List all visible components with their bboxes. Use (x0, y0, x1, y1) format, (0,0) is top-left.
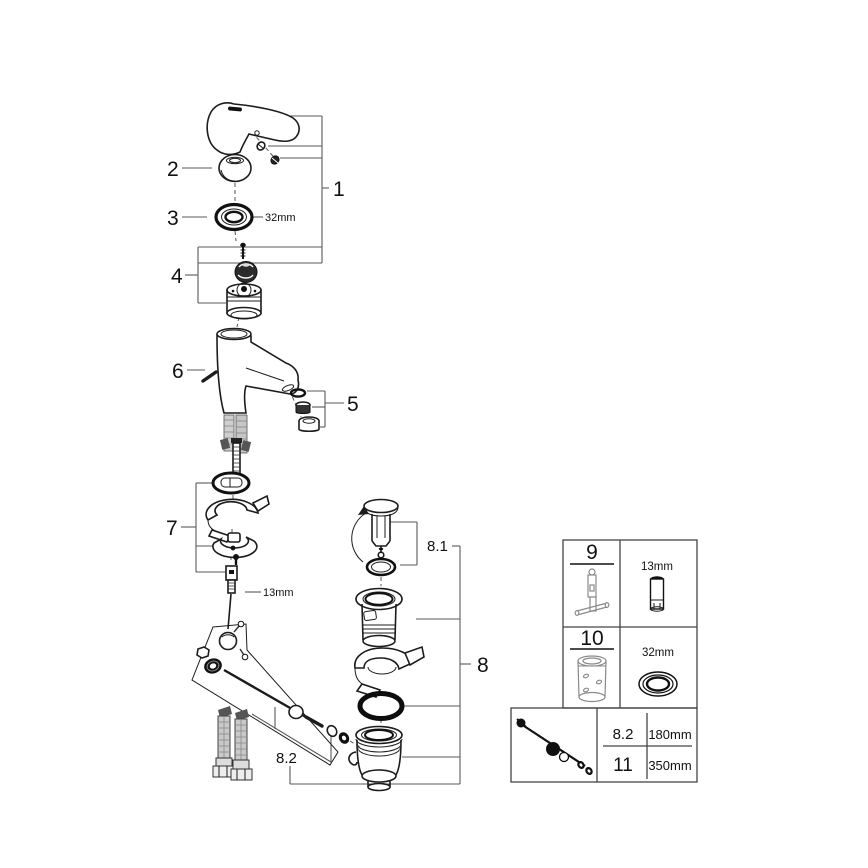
table-len-350mm: 350mm (648, 758, 691, 773)
table-ref-10: 10 (580, 627, 603, 650)
callout-8-1-bracket (390, 521, 460, 566)
callout-8-label: 8 (477, 654, 489, 677)
mounting-bolt (233, 554, 239, 565)
hose-end-fittings (219, 438, 252, 452)
stabilizer-plate (205, 494, 270, 543)
table-ref-11: 11 (613, 755, 633, 776)
callout-4-bracket (185, 247, 226, 304)
callout-8-2-bracket (251, 707, 332, 784)
spare-parts-table: 9 13mm 10 32mm 8.2 180mm 11 350mm (510, 539, 698, 783)
threaded-stud (231, 438, 242, 477)
mounting-clamp (212, 532, 258, 559)
drain-oring (357, 691, 405, 721)
table-len-180mm: 180mm (648, 727, 691, 742)
supply-hose-left (212, 706, 235, 778)
plug-seal (365, 557, 397, 577)
table-dim-13mm: 13mm (641, 561, 673, 573)
callout-7-label: 7 (166, 517, 178, 540)
callout-8-2-label: 8.2 (276, 750, 297, 767)
aerator-housing (298, 416, 320, 433)
pull-rod-upper (227, 593, 232, 630)
rod-eyelet-1 (326, 724, 338, 738)
cartridge-screw (240, 242, 246, 259)
base-gasket (211, 471, 251, 495)
handle-set-screw (256, 141, 266, 151)
callout-8-bracket (290, 546, 471, 785)
socket-13mm-icon (649, 576, 665, 612)
table-dim-32mm: 32mm (642, 647, 674, 659)
rod-assembly-icon (516, 718, 593, 775)
tool-9-icon (574, 568, 610, 616)
handle-lever (206, 102, 300, 156)
stud-dim-label: 13mm (263, 587, 294, 599)
cartridge-part4 (226, 282, 262, 320)
ring-32mm-icon (638, 671, 678, 697)
callout-1-bracket (198, 115, 329, 264)
table-ref-9: 9 (586, 541, 598, 564)
hose-upper-section (223, 414, 248, 454)
handle-plug (270, 155, 280, 165)
pull-rod-horizontal (223, 668, 324, 728)
rod-grommet (204, 658, 222, 674)
callout-3-label: 3 (167, 207, 179, 230)
rotation-arrow (351, 506, 369, 563)
aerator-washer (289, 388, 307, 398)
drain-body (348, 725, 403, 792)
drain-plug-8-1 (363, 498, 399, 559)
callout-8-1-label: 8.1 (427, 538, 448, 555)
ring-dim-label: 32mm (265, 212, 296, 224)
stud-13mm (225, 565, 238, 594)
cap-dome-part2 (218, 153, 252, 183)
table-ref-8-2: 8.2 (613, 726, 634, 743)
installation-kit-box (191, 623, 339, 766)
callout-6-label: 6 (172, 360, 184, 383)
callout-5-label: 5 (347, 393, 359, 416)
rod-eyelet-2 (338, 732, 350, 744)
cartridge-cap (234, 261, 258, 283)
drain-clamp-wedge (354, 645, 425, 698)
callout-2-label: 2 (167, 158, 179, 181)
callout-5-bracket (307, 390, 344, 428)
drain-flange (355, 587, 403, 648)
aerator-insert (295, 401, 311, 414)
handle-slot (228, 106, 242, 112)
pull-rod-knob (201, 370, 218, 383)
callout-4-label: 4 (171, 265, 183, 288)
mounting-ring-part3 (214, 202, 254, 232)
extension-10-icon (577, 655, 607, 703)
supply-hose-right (230, 709, 253, 781)
rod-valve-body (218, 620, 249, 661)
faucet-body-part6 (216, 327, 300, 414)
callout-7-bracket (181, 482, 261, 593)
hex-fitting (196, 646, 210, 659)
callout-1-label: 1 (333, 178, 345, 201)
